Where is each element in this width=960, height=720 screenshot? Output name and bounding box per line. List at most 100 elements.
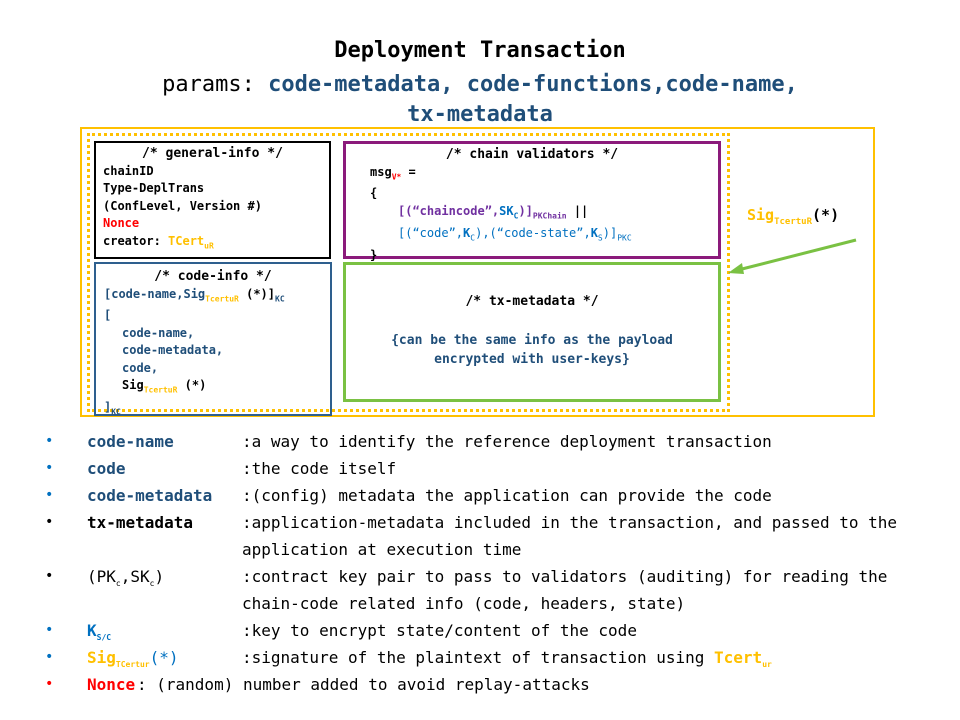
code-info-item4-sub: TcertuR: [143, 385, 178, 395]
legend-term-sig: Sig: [87, 648, 116, 667]
legend-term-a-sub: c: [115, 579, 121, 589]
bullet-icon: •: [45, 514, 54, 530]
chain-validators-header: /* chain validators */: [445, 147, 619, 162]
chaincode-a: [(“chaincode”,: [398, 203, 500, 218]
code-info-item2: code-metadata,: [122, 343, 224, 358]
legend-term: tx-metadata: [87, 513, 193, 532]
bullet-icon: •: [45, 676, 54, 692]
outer-frame: [80, 127, 875, 417]
arrow-line: [737, 238, 857, 272]
code-line: [(“code”,KC),(“code-state”,KS)]PKC: [370, 225, 718, 247]
legend-term-b-sub: c: [149, 579, 155, 589]
tx-metadata-header: /* tx-metadata */: [465, 294, 599, 309]
pkchain-sub: PKChain: [532, 211, 567, 221]
bullet-icon: •: [45, 460, 54, 476]
code-info-line1-k: KC: [275, 293, 285, 303]
sk-label: SK: [499, 203, 514, 218]
signature-sig: Sig: [747, 206, 775, 224]
legend-term: SigTCertur(*): [87, 644, 179, 678]
legend-term-sig-suffix: (*): [149, 648, 179, 667]
legend-item: • (PKc,SKc) :contract key pair to pass t…: [45, 563, 945, 617]
legend-item: • Nonce : (random) number added to avoid…: [45, 671, 945, 698]
legend-term: code: [87, 459, 126, 478]
params-line: params: code-metadata, code-functions,co…: [0, 70, 960, 130]
creator-sub: uR: [204, 240, 214, 250]
type-label: Type-DeplTrans: [103, 181, 205, 195]
code-info-line1-sub: TcertuR: [205, 293, 239, 303]
creator-line: creator: TCertuR: [103, 233, 322, 255]
legend-item: • tx-metadata :application-metadata incl…: [45, 509, 945, 563]
legend-term-c: ): [154, 567, 165, 586]
legend-desc: :signature of the plaintext of transacti…: [242, 644, 772, 678]
signature-sub: TcertuR: [774, 217, 813, 227]
kc-label: K: [463, 225, 471, 240]
code-info-close: ]KC: [104, 399, 330, 421]
code-b: ),(“code-state”,: [475, 225, 591, 240]
code-info-close-bracket: ]: [104, 400, 112, 415]
tx-metadata-box: /* tx-metadata */ {can be the same info …: [343, 262, 721, 402]
chaincode-line: [(“chaincode”,SKC)]PKChain ||: [370, 203, 718, 225]
legend-desc: :key to encrypt state/content of the cod…: [242, 621, 637, 640]
legend-item: • code :the code itself: [45, 455, 945, 482]
dotted-frame: [87, 133, 730, 412]
legend-term-k-sub: S/C: [96, 633, 112, 643]
tx-metadata-body-line2: encrypted with user-keys}: [434, 351, 630, 367]
ks-sub: S: [597, 233, 603, 243]
bullet-icon: •: [45, 649, 54, 665]
bullet-icon: •: [45, 568, 54, 584]
params-list-line1: code-metadata, code-functions,code-name,: [268, 72, 798, 97]
code-info-open: [: [104, 308, 112, 323]
code-info-line1-b: (*)]: [238, 286, 275, 301]
pkc-sub: PKC: [617, 233, 632, 243]
legend-desc: :(config) metadata the application can p…: [242, 486, 772, 505]
signature-suffix: (*): [812, 206, 840, 224]
chaincode-c: ||: [566, 203, 589, 218]
general-info-box: /* general-info */ chainID Type-DeplTran…: [94, 141, 331, 259]
signature-label: SigTcertuR(*): [747, 206, 839, 227]
legend-list: • code-name :a way to identify the refer…: [45, 428, 945, 698]
legend-desc: :contract key pair to pass to validators…: [242, 567, 888, 613]
conf-level-label: (ConfLevel, Version #): [103, 198, 262, 213]
legend-desc-text: :signature of the plaintext of transacti…: [242, 648, 715, 667]
legend-desc-tcert-sub: ur: [762, 660, 772, 670]
legend-item: • code-name :a way to identify the refer…: [45, 428, 945, 455]
legend-term-k: K: [87, 621, 97, 640]
code-info-box: /* code-info */ [code-name,SigTcertuR (*…: [94, 262, 332, 417]
legend-term: Nonce: [87, 675, 136, 694]
chain-validators-box: /* chain validators */ msgV* = { [(“chai…: [343, 141, 721, 262]
kc-sub: C: [470, 233, 476, 243]
legend-term: code-metadata: [87, 486, 213, 505]
legend-term: KS/C: [87, 617, 111, 651]
legend-term-a: (PK: [87, 567, 116, 586]
open-brace: {: [370, 186, 378, 201]
msg-label: msg: [370, 164, 392, 179]
legend-desc-tcert: Tcert: [714, 648, 763, 667]
sk-sub: C: [513, 211, 519, 221]
tx-metadata-body-line1: {can be the same info as the payload: [391, 332, 673, 348]
legend-term-b: ,SK: [120, 567, 150, 586]
code-info-line1-a: [code-name,Sig: [104, 286, 206, 301]
code-info-line1: [code-name,SigTcertuR (*)]KC: [104, 286, 330, 308]
code-info-item4-a: Sig: [122, 378, 144, 393]
legend-term-sig-sub: TCertur: [115, 660, 150, 670]
arrow-head: [728, 263, 744, 274]
bullet-icon: •: [45, 433, 54, 449]
page-title: Deployment Transaction: [334, 38, 626, 63]
creator-label: creator:: [103, 233, 161, 248]
legend-desc: :application-metadata included in the tr…: [242, 513, 898, 559]
msg-line: msgV* =: [370, 164, 718, 186]
code-info-item3: code,: [122, 360, 159, 375]
legend-desc: :a way to identify the reference deploym…: [242, 432, 772, 451]
code-info-item4-b: (*): [177, 378, 207, 393]
params-list-line2: tx-metadata: [407, 102, 553, 127]
close-brace: }: [370, 247, 378, 262]
general-info-header: /* general-info */: [142, 146, 283, 161]
legend-item: • SigTCertur(*) :signature of the plaint…: [45, 644, 945, 671]
code-info-item4: SigTcertuR (*): [104, 377, 330, 399]
bullet-icon: •: [45, 487, 54, 503]
code-a: [(“code”,: [398, 225, 464, 240]
legend-desc: :the code itself: [242, 459, 397, 478]
legend-term: code-name: [87, 432, 174, 451]
params-prefix: params:: [162, 72, 255, 97]
chain-id-label: chainID: [103, 163, 154, 178]
